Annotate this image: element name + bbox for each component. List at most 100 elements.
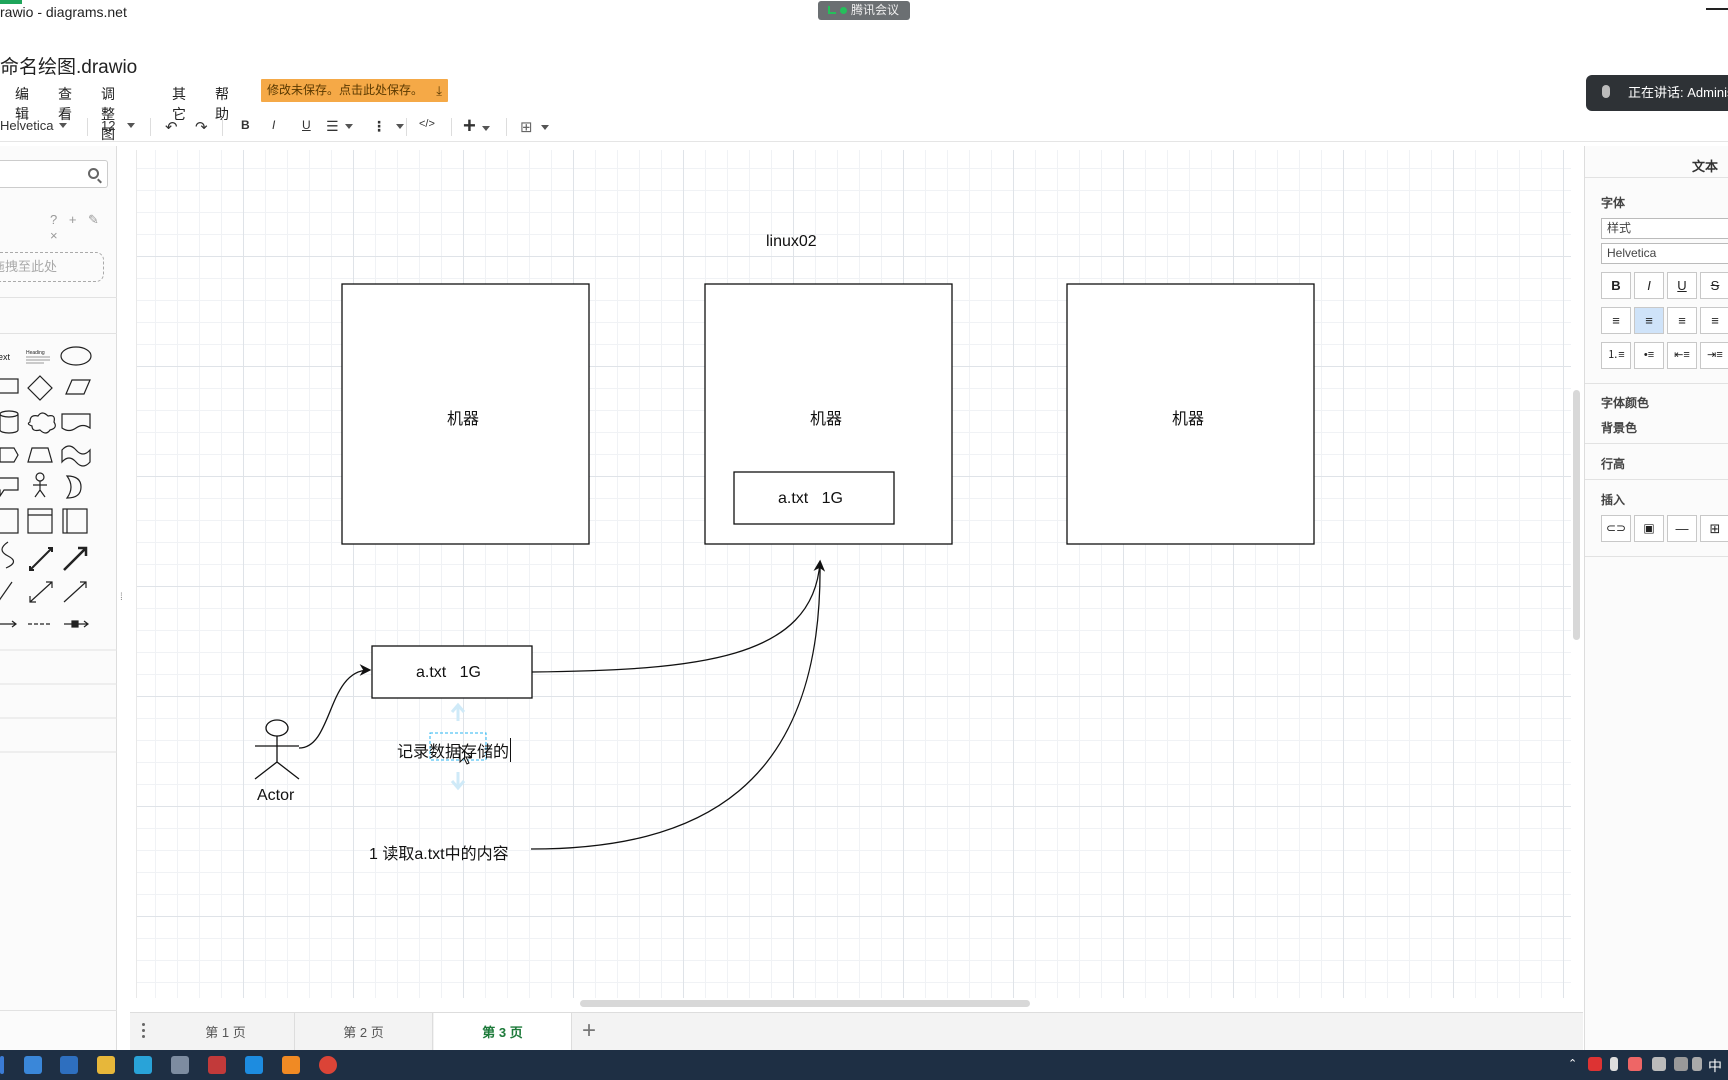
insert-button[interactable]: + (463, 113, 490, 139)
actor-label[interactable]: Actor (257, 787, 295, 804)
italic-button[interactable]: I (1634, 272, 1664, 299)
insert-horizontal-rule-icon[interactable]: — (1667, 515, 1697, 542)
tab-page-3[interactable]: 第 3 页 (434, 1013, 572, 1050)
underline-button[interactable]: U (302, 118, 311, 132)
align-center-icon[interactable]: ≡ (1634, 307, 1664, 334)
scratchpad-tools[interactable]: ? + ✎ × (50, 212, 103, 243)
undo-icon[interactable]: ↶ (165, 119, 178, 136)
system-tray: ⌃ 中 (1568, 1050, 1728, 1080)
add-page-icon[interactable]: + (582, 1017, 597, 1044)
font-family-select[interactable]: Helvetica (0, 118, 68, 133)
font-family-input[interactable]: Helvetica (1601, 243, 1728, 264)
read-connector[interactable] (530, 561, 821, 850)
tray-wifi-icon[interactable] (1674, 1057, 1688, 1071)
horizontal-scrollbar[interactable] (580, 1000, 1030, 1007)
sidebar-resize-handle[interactable]: ⁞ (120, 592, 123, 603)
input-method-indicator[interactable]: 中 (1708, 1058, 1722, 1074)
insert-image-icon[interactable]: ▣ (1634, 515, 1664, 542)
format-panel-title[interactable]: 文本 (1691, 159, 1718, 174)
machine-box-3[interactable] (1066, 283, 1315, 545)
vertical-scrollbar[interactable] (1573, 390, 1580, 640)
file-name[interactable]: 命名绘图.drawio (0, 57, 138, 78)
machine-label-3[interactable]: 机器 (1172, 411, 1205, 428)
tray-expand-icon[interactable]: ⌃ (1568, 1058, 1578, 1070)
indent-icon[interactable]: ⇥≡ (1700, 342, 1728, 369)
html-button[interactable]: </> (419, 118, 435, 130)
meeting-label: 腾讯会议 (851, 3, 900, 17)
outdent-icon[interactable]: ⇤≡ (1667, 342, 1697, 369)
os-taskbar: ⌃ 中 (0, 1050, 1728, 1080)
meeting-indicator[interactable]: 腾讯会议 (818, 1, 910, 20)
linux02-label[interactable]: linux02 (766, 233, 817, 250)
menu-extras[interactable]: 其它 (172, 86, 186, 122)
bold-button[interactable]: B (1601, 272, 1631, 299)
insert-link-icon[interactable]: ⊂⊃ (1601, 515, 1631, 542)
file-label[interactable]: a.txt 1G (416, 664, 481, 681)
media-app-icon[interactable] (208, 1056, 226, 1074)
italic-button[interactable]: I (272, 118, 276, 132)
start-icon[interactable] (0, 1056, 4, 1074)
tray-volume-icon[interactable] (1692, 1057, 1702, 1071)
align-left-icon[interactable]: ≡ (1601, 307, 1631, 334)
numbered-list-icon[interactable]: ⒈≡ (1601, 342, 1631, 369)
panel-divider (1585, 556, 1728, 557)
resize-up-handle[interactable] (450, 702, 466, 721)
font-color-label[interactable]: 字体颜色 (1601, 396, 1650, 410)
bold-button[interactable]: B (241, 118, 250, 132)
tab-page-1[interactable]: 第 1 页 (157, 1013, 295, 1050)
calendar-app-icon[interactable] (60, 1056, 78, 1074)
table-icon[interactable]: ⊞ (520, 118, 549, 136)
file-box-in-machine[interactable] (733, 471, 895, 525)
tray-mic-icon[interactable] (1610, 1057, 1618, 1071)
machine-box-1[interactable] (341, 283, 590, 545)
tray-app-icon[interactable] (1588, 1057, 1602, 1071)
unsaved-save-button[interactable]: 修改未保存。点击此处保存。 ⤓ (261, 79, 448, 102)
align-icon[interactable]: ☰ (326, 118, 353, 135)
menu-help[interactable]: 帮助 (215, 86, 229, 122)
diagram-svg[interactable] (137, 150, 1572, 998)
text-selection-box[interactable] (429, 732, 487, 761)
minimize-button[interactable] (1706, 8, 1728, 10)
remote-app-icon[interactable] (134, 1056, 152, 1074)
file-label-in-machine[interactable]: a.txt 1G (778, 490, 843, 507)
notepad-app-icon[interactable] (171, 1056, 189, 1074)
tab-page-2[interactable]: 第 2 页 (295, 1013, 433, 1050)
underline-button[interactable]: U (1667, 272, 1697, 299)
align-right-icon[interactable]: ≡ (1667, 307, 1697, 334)
search-icon[interactable] (88, 168, 99, 179)
scratchpad-dropzone[interactable]: 拖拽至此处 (0, 252, 104, 282)
file-box[interactable] (371, 645, 533, 699)
shape-library[interactable]: ext Heading (0, 336, 117, 796)
actor-to-file-connector[interactable] (298, 664, 372, 749)
read-label[interactable]: 1 读取a.txt中的内容 (369, 846, 509, 863)
chrome-icon[interactable] (319, 1056, 337, 1074)
strikethrough-button[interactable]: S (1700, 272, 1728, 299)
insert-table-icon[interactable]: ⊞ (1700, 515, 1728, 542)
plus-icon: + (463, 113, 476, 138)
bullet-list-icon[interactable]: •≡ (1634, 342, 1664, 369)
taskview-icon[interactable] (24, 1056, 42, 1074)
font-size-select[interactable]: 12 (101, 118, 136, 133)
parallelogram-shape (65, 379, 91, 395)
tray-network-icon[interactable] (1652, 1057, 1666, 1071)
drawio-app-icon[interactable] (282, 1056, 300, 1074)
style-select[interactable]: 样式 (1601, 218, 1728, 239)
tray-app-icon[interactable] (1628, 1057, 1642, 1071)
file-to-machine-connector[interactable] (531, 559, 826, 673)
meeting-app-icon[interactable] (245, 1056, 263, 1074)
machine-label-2[interactable]: 机器 (810, 411, 843, 428)
justify-icon[interactable]: ≡ (1700, 307, 1728, 334)
note-text-editing[interactable]: 记录数据存储的 (397, 738, 512, 762)
resize-down-handle[interactable] (450, 772, 466, 791)
vertical-align-icon[interactable]: ⋮ (372, 118, 404, 135)
diagram-canvas[interactable]: linux02 机器 机器 机器 a.txt 1G a.txt 1G Actor… (136, 150, 1571, 998)
background-color-label[interactable]: 背景色 (1601, 421, 1638, 435)
page-menu-icon[interactable] (142, 1023, 146, 1039)
shape-search-input[interactable] (0, 160, 108, 188)
menu-edit[interactable]: 编辑 (15, 86, 29, 122)
actor-figure[interactable] (254, 719, 300, 780)
machine-label-1[interactable]: 机器 (447, 411, 480, 428)
menu-view[interactable]: 查看 (58, 86, 72, 122)
redo-icon[interactable]: ↷ (195, 119, 208, 136)
file-explorer-icon[interactable] (97, 1056, 115, 1074)
